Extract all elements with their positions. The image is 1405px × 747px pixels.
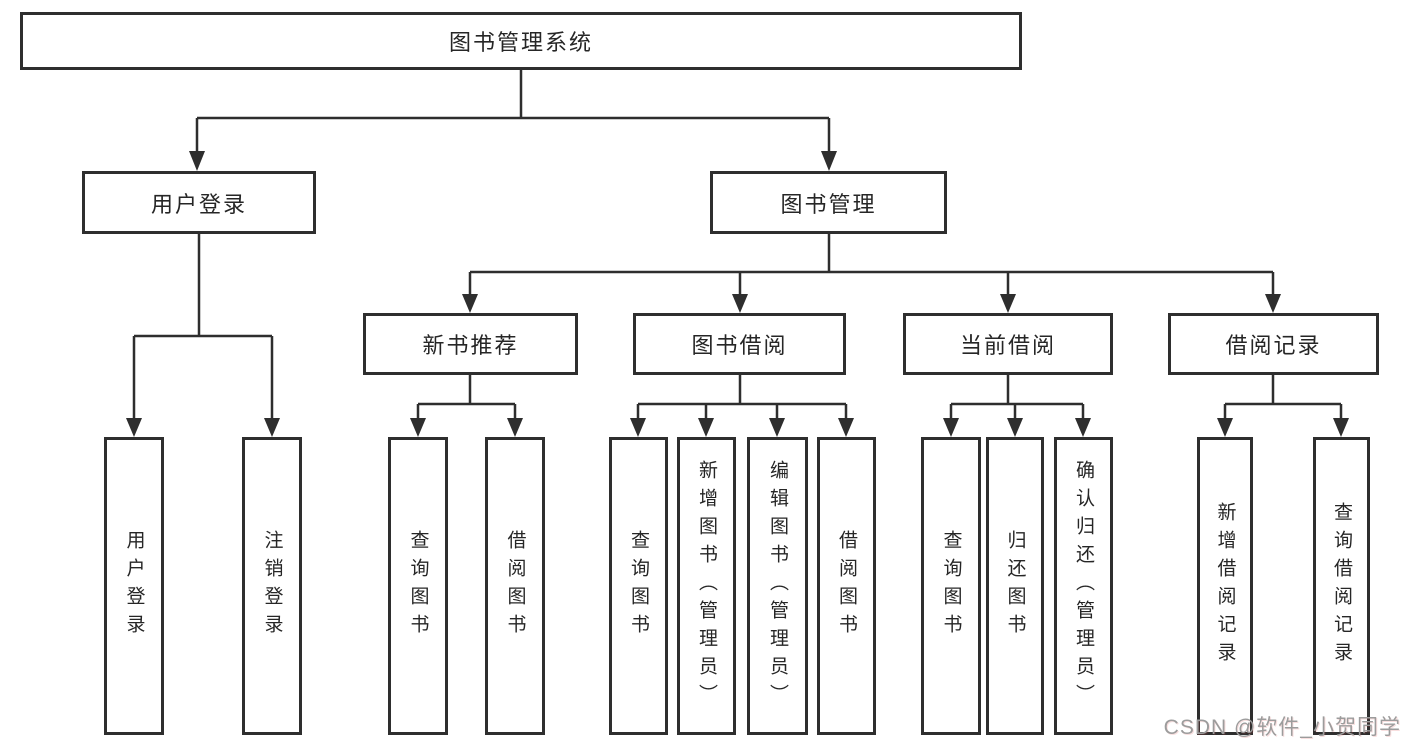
node-book-management-label: 图书管理 <box>780 191 877 217</box>
node-new-book-recommend-label: 新书推荐 <box>422 333 519 358</box>
leaf-query-book-borrow-label: 查询图书 <box>628 530 649 642</box>
leaf-query-borrow-record: 查询借阅记录 <box>1313 437 1370 735</box>
node-borrow-records: 借阅记录 <box>1168 313 1379 375</box>
node-book-management: 图书管理 <box>710 171 947 234</box>
leaf-query-book-recommend-label: 查询图书 <box>407 530 429 642</box>
leaf-logout-label: 注销登录 <box>261 530 283 642</box>
leaf-edit-book-admin: 编辑图书（管理员） <box>747 437 808 735</box>
leaf-add-borrow-record: 新增借阅记录 <box>1197 437 1253 735</box>
node-current-borrow: 当前借阅 <box>903 313 1113 375</box>
node-new-book-recommend: 新书推荐 <box>363 313 578 375</box>
leaf-borrow-book-recommend-label: 借阅图书 <box>504 530 526 642</box>
leaf-borrow-book: 借阅图书 <box>817 437 876 735</box>
node-borrow-records-label: 借阅记录 <box>1225 333 1322 358</box>
leaf-return-book: 归还图书 <box>986 437 1044 735</box>
csdn-watermark: CSDN @软件_小贺同学 <box>1163 716 1401 739</box>
leaf-add-book-admin: 新增图书（管理员） <box>677 437 736 735</box>
node-root-label: 图书管理系统 <box>448 30 593 55</box>
node-user-login: 用户登录 <box>82 171 316 234</box>
leaf-user-login: 用户登录 <box>104 437 164 735</box>
leaf-confirm-return-admin-label: 确认归还（管理员） <box>1073 460 1094 712</box>
leaf-add-borrow-record-label: 新增借阅记录 <box>1214 502 1236 670</box>
node-user-login-label: 用户登录 <box>150 191 247 217</box>
leaf-query-book-borrow: 查询图书 <box>609 437 668 735</box>
leaf-borrow-book-label: 借阅图书 <box>836 530 857 642</box>
leaf-borrow-book-recommend: 借阅图书 <box>485 437 545 735</box>
leaf-confirm-return-admin: 确认归还（管理员） <box>1054 437 1113 735</box>
leaf-query-borrow-record-label: 查询借阅记录 <box>1331 502 1352 670</box>
leaf-edit-book-admin-label: 编辑图书（管理员） <box>767 460 788 712</box>
node-book-borrow: 图书借阅 <box>633 313 846 375</box>
leaf-query-book-current: 查询图书 <box>921 437 981 735</box>
leaf-add-book-admin-label: 新增图书（管理员） <box>696 460 717 712</box>
node-book-borrow-label: 图书借阅 <box>691 333 788 358</box>
leaf-query-book-recommend: 查询图书 <box>388 437 448 735</box>
node-root-system: 图书管理系统 <box>20 12 1022 70</box>
leaf-query-book-current-label: 查询图书 <box>940 530 962 642</box>
leaf-user-login-label: 用户登录 <box>123 530 145 642</box>
leaf-return-book-label: 归还图书 <box>1004 530 1026 642</box>
node-current-borrow-label: 当前借阅 <box>959 333 1056 358</box>
leaf-logout: 注销登录 <box>242 437 302 735</box>
